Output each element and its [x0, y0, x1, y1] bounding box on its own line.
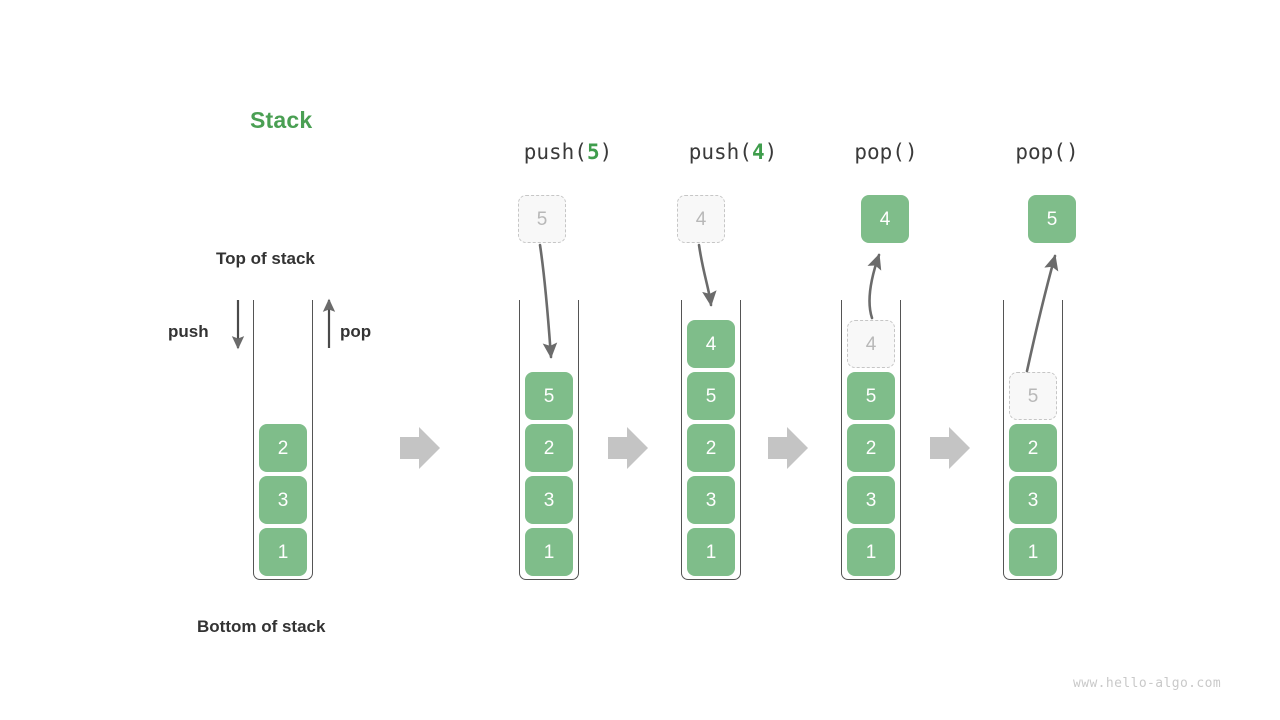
cell-value: 5 [1027, 385, 1039, 407]
stack-cell: 5 [687, 372, 735, 420]
bottom-of-stack-label: Bottom of stack [197, 617, 326, 636]
stack-cell: 3 [687, 476, 735, 524]
stack-cell: 2 [847, 424, 895, 472]
cell-value: 1 [1027, 541, 1039, 563]
cell-value: 2 [1027, 437, 1039, 459]
stack-cell: 1 [259, 528, 307, 576]
stack-cell: 2 [525, 424, 573, 472]
watermark: www.hello-algo.com [1073, 676, 1222, 691]
cell-value: 1 [543, 541, 555, 563]
op-label-name: pop( [1015, 140, 1066, 164]
stack-cell: 3 [1009, 476, 1057, 524]
op-label-arg: 4 [751, 140, 765, 164]
stack-cell: 3 [847, 476, 895, 524]
op-label-arg: 5 [586, 140, 600, 164]
cell-value: 5 [705, 385, 717, 407]
cell-value: 5 [865, 385, 877, 407]
op-label-close: ) [904, 140, 918, 164]
transition-arrow [608, 427, 648, 469]
stack-container [253, 300, 313, 580]
stack-container [681, 300, 741, 580]
op-label-pop-5: pop() [977, 140, 1117, 164]
op-label-name: pop( [854, 140, 905, 164]
op-label-pop-4: pop() [816, 140, 956, 164]
stack-cell: 2 [687, 424, 735, 472]
cell-value: 1 [865, 541, 877, 563]
op-label-close: ) [1065, 140, 1079, 164]
cell-value: 2 [543, 437, 555, 459]
cell-value: 2 [865, 437, 877, 459]
stack-cell: 5 [1009, 372, 1057, 420]
cell-value: 4 [865, 333, 877, 355]
cell-value: 3 [277, 489, 289, 511]
stack-container [841, 300, 901, 580]
cell-value: 5 [1046, 208, 1058, 230]
floating-element: 4 [861, 195, 909, 243]
floating-element: 5 [518, 195, 566, 243]
page-title: Stack [250, 107, 313, 133]
stack-cell: 1 [847, 528, 895, 576]
transition-arrow [930, 427, 970, 469]
transition-arrow [768, 427, 808, 469]
cell-value: 4 [705, 333, 717, 355]
op-label-name: push( [688, 140, 752, 164]
top-of-stack-label: Top of stack [216, 249, 315, 268]
cell-value: 3 [543, 489, 555, 511]
stack-cell: 1 [687, 528, 735, 576]
cell-value: 4 [879, 208, 891, 230]
motion-arrow-push-4 [697, 243, 717, 307]
op-label-close: ) [764, 140, 778, 164]
transition-arrow [400, 427, 440, 469]
cell-value: 5 [543, 385, 555, 407]
cell-value: 5 [536, 208, 548, 230]
stack-cell: 3 [259, 476, 307, 524]
push-label: push [168, 322, 209, 341]
floating-element: 5 [1028, 195, 1076, 243]
stack-container [1003, 300, 1063, 580]
cell-value: 1 [277, 541, 289, 563]
op-label-name: push( [523, 140, 587, 164]
stack-cell: 1 [525, 528, 573, 576]
cell-value: 3 [705, 489, 717, 511]
stack-cell: 2 [1009, 424, 1057, 472]
stack-cell: 4 [847, 320, 895, 368]
op-label-close: ) [599, 140, 613, 164]
pop-label: pop [340, 322, 372, 341]
cell-value: 4 [695, 208, 707, 230]
cell-value: 2 [705, 437, 717, 459]
stack-cell: 3 [525, 476, 573, 524]
cell-value: 3 [865, 489, 877, 511]
stack-container [519, 300, 579, 580]
cell-value: 2 [277, 437, 289, 459]
floating-element: 4 [677, 195, 725, 243]
cell-value: 3 [1027, 489, 1039, 511]
stack-cell: 4 [687, 320, 735, 368]
stack-cell: 5 [525, 372, 573, 420]
op-label-push-5: push(5) [498, 140, 638, 164]
stack-cell: 2 [259, 424, 307, 472]
stack-cell: 1 [1009, 528, 1057, 576]
stack-cell: 5 [847, 372, 895, 420]
cell-value: 1 [705, 541, 717, 563]
op-label-push-4: push(4) [663, 140, 803, 164]
